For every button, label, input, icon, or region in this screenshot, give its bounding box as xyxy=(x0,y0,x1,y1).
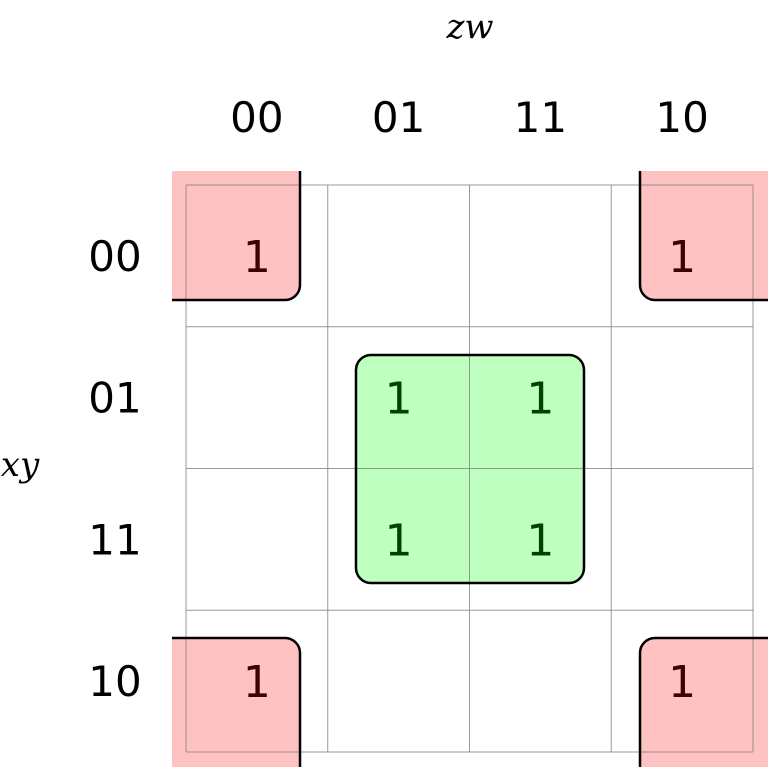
cell-value: 1 xyxy=(243,232,271,283)
cell-values: 1 1 1 1 1 1 1 1 xyxy=(243,232,696,708)
column-label: 00 xyxy=(230,93,283,142)
cell-value: 1 xyxy=(385,374,413,425)
column-label: 11 xyxy=(514,93,567,142)
row-label: 00 xyxy=(88,232,141,281)
group-corner-top-left-outline xyxy=(172,171,302,302)
grid xyxy=(185,184,754,753)
cell-value: 1 xyxy=(385,515,413,566)
cell-value: 1 xyxy=(668,657,696,708)
group-corner-bottom-right-fill xyxy=(640,638,768,767)
cell-value: 1 xyxy=(526,515,554,566)
group-corner-top-left-fill xyxy=(172,171,300,300)
group-corner-bottom-right-outline xyxy=(638,636,768,767)
group-corner-top-right-outline xyxy=(638,171,768,302)
row-label: 10 xyxy=(88,657,141,706)
group-corner-bottom-left-fill xyxy=(172,638,300,767)
group-corner-top-right-fill xyxy=(640,171,768,300)
cell-value: 1 xyxy=(526,374,554,425)
cell-value: 1 xyxy=(668,232,696,283)
column-variable-label: zw xyxy=(445,7,493,47)
row-label: 01 xyxy=(88,374,141,423)
cell-value: 1 xyxy=(243,657,271,708)
row-labels: 00 01 11 10 xyxy=(88,232,141,706)
group-center-outline xyxy=(354,353,586,585)
group-outlines xyxy=(172,171,768,767)
row-label: 11 xyxy=(88,515,141,564)
row-variable-label: xy xyxy=(1,445,40,485)
column-label: 01 xyxy=(372,93,425,142)
group-corner-bottom-left-outline xyxy=(172,636,302,767)
column-labels: 00 01 11 10 xyxy=(230,93,709,142)
column-label: 10 xyxy=(655,93,708,142)
